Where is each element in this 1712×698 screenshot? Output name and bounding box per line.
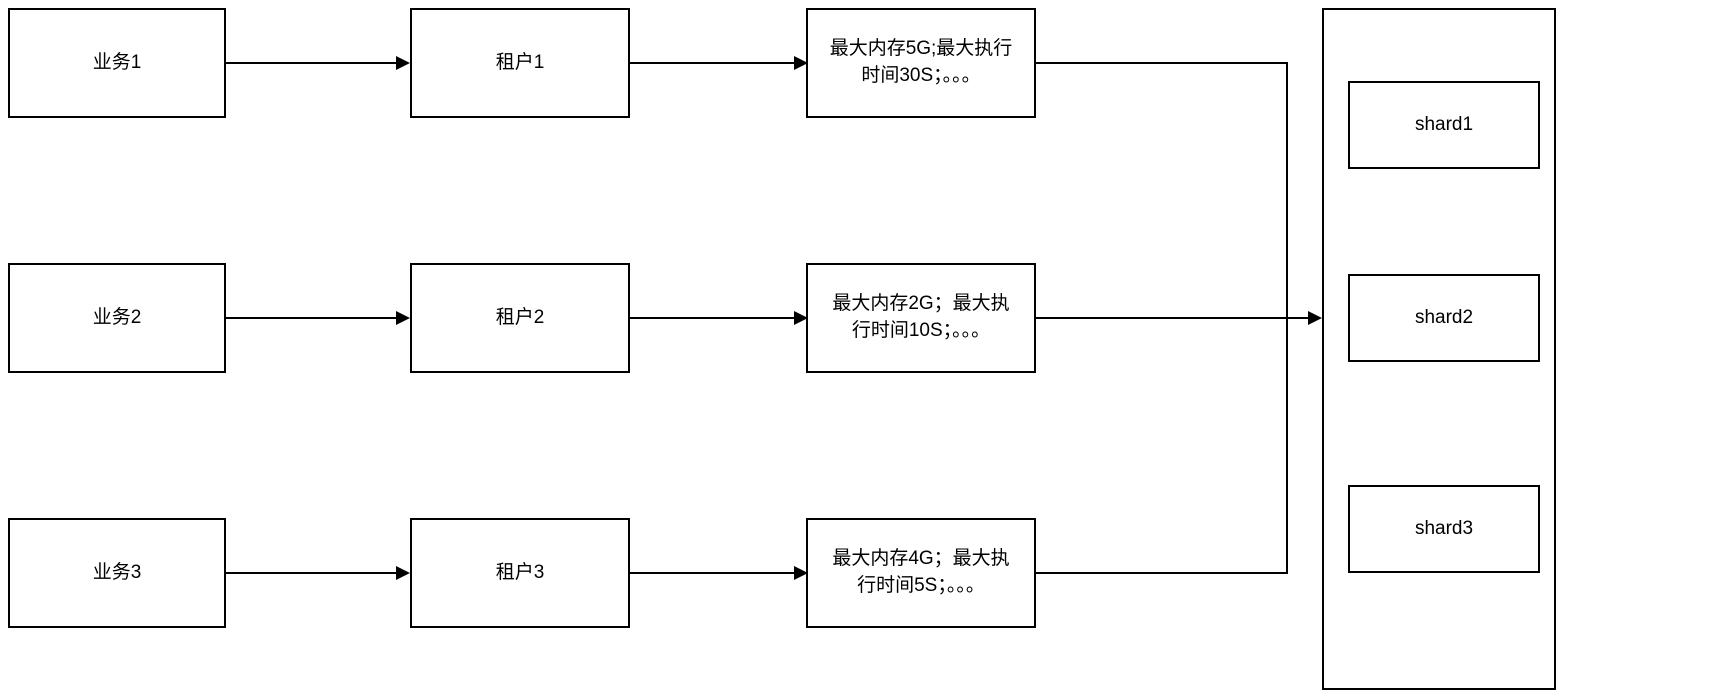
arrowhead-business2-to-tenant2 — [396, 311, 410, 325]
edge-spec2-to-merge-bus — [1036, 317, 1288, 319]
arrowhead-business1-to-tenant1 — [396, 56, 410, 70]
tenant-node-2-label: 租户2 — [495, 306, 545, 328]
tenant-node-3[interactable]: 租户3 — [410, 518, 630, 628]
arrowhead-tenant3-to-spec3 — [794, 566, 808, 580]
edge-spec1-to-merge-bus — [1036, 62, 1288, 64]
shard-node-3[interactable]: shard3 — [1348, 485, 1540, 573]
spec-node-3[interactable]: 最大内存4G；最大执 行时间5S；。。。 — [806, 518, 1036, 628]
edge-tenant1-to-spec1 — [630, 62, 806, 64]
edge-merge-bus-to-shard-container — [1286, 317, 1320, 319]
shard-node-3-label: shard3 — [1414, 517, 1474, 539]
tenant-node-1-label: 租户1 — [495, 51, 545, 73]
shard-node-2-label: shard2 — [1414, 306, 1474, 328]
edge-tenant2-to-spec2 — [630, 317, 806, 319]
business-node-2-label: 业务2 — [92, 306, 142, 328]
business-node-3-label: 业务3 — [92, 561, 142, 583]
business-node-3[interactable]: 业务3 — [8, 518, 226, 628]
edge-spec3-to-merge-bus — [1036, 572, 1288, 574]
spec-node-1[interactable]: 最大内存5G;最大执行 时间30S；。。。 — [806, 8, 1036, 118]
tenant-node-2[interactable]: 租户2 — [410, 263, 630, 373]
arrowhead-tenant2-to-spec2 — [794, 311, 808, 325]
edge-tenant3-to-spec3 — [630, 572, 806, 574]
edge-business2-to-tenant2 — [226, 317, 408, 319]
edge-business3-to-tenant3 — [226, 572, 408, 574]
shard-node-2[interactable]: shard2 — [1348, 274, 1540, 362]
arrowhead-tenant1-to-spec1 — [794, 56, 808, 70]
edge-business1-to-tenant1 — [226, 62, 408, 64]
tenant-node-1[interactable]: 租户1 — [410, 8, 630, 118]
business-node-1-label: 业务1 — [92, 51, 142, 73]
arrowhead-business3-to-tenant3 — [396, 566, 410, 580]
spec-node-2-label: 最大内存2G；最大执 行时间10S；。。。 — [832, 293, 1010, 341]
business-node-1[interactable]: 业务1 — [8, 8, 226, 118]
spec-node-1-label: 最大内存5G;最大执行 时间30S；。。。 — [829, 38, 1013, 86]
shard-node-1[interactable]: shard1 — [1348, 81, 1540, 169]
shard-node-1-label: shard1 — [1414, 113, 1474, 135]
spec-node-2[interactable]: 最大内存2G；最大执 行时间10S；。。。 — [806, 263, 1036, 373]
business-node-2[interactable]: 业务2 — [8, 263, 226, 373]
arrowhead-merge-bus-to-shard-container — [1308, 311, 1322, 325]
spec-node-3-label: 最大内存4G；最大执 行时间5S；。。。 — [832, 548, 1010, 596]
tenant-node-3-label: 租户3 — [495, 561, 545, 583]
